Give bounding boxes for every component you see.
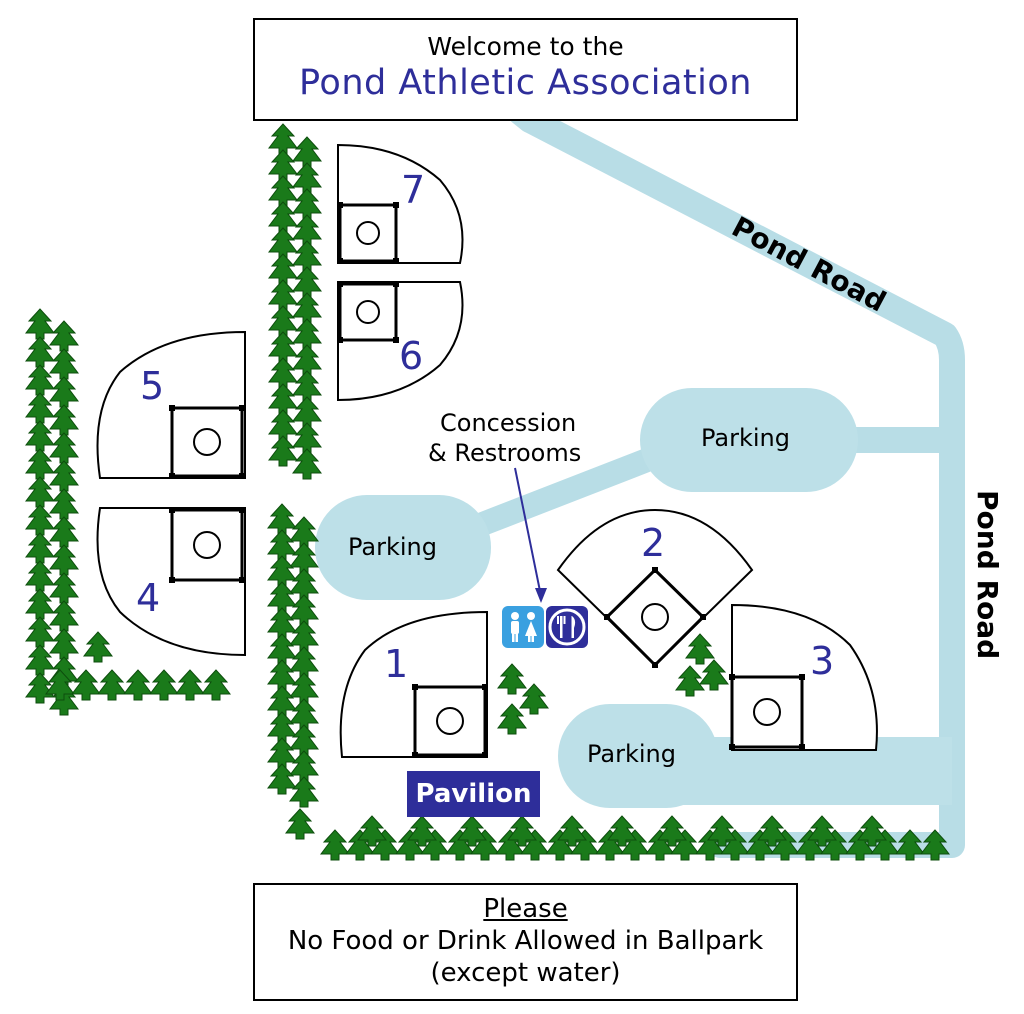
tree bbox=[268, 435, 298, 467]
tree bbox=[49, 320, 79, 352]
parking-lot-middle-left bbox=[315, 495, 491, 600]
tree bbox=[25, 504, 55, 536]
tree bbox=[267, 763, 297, 795]
parking-label-middle-left: Parking bbox=[348, 533, 437, 561]
tree bbox=[675, 665, 705, 697]
tree bbox=[49, 432, 79, 464]
tree bbox=[175, 669, 205, 701]
restrooms-label: & Restrooms bbox=[428, 439, 582, 467]
ball-fields bbox=[96, 143, 878, 758]
tree bbox=[49, 600, 79, 632]
tree bbox=[25, 336, 55, 368]
tree bbox=[25, 588, 55, 620]
tree bbox=[149, 669, 179, 701]
tree bbox=[25, 560, 55, 592]
field-bases bbox=[169, 202, 805, 758]
tree bbox=[83, 631, 113, 663]
field-number-7: 7 bbox=[401, 168, 426, 212]
tree bbox=[97, 669, 127, 701]
tree bbox=[49, 572, 79, 604]
tree bbox=[25, 532, 55, 564]
road-label-vertical: Pond Road bbox=[971, 490, 1004, 660]
tree bbox=[25, 644, 55, 676]
field-2 bbox=[556, 508, 754, 668]
field-6 bbox=[337, 281, 464, 402]
notice-sign: Please No Food or Drink Allowed in Ballp… bbox=[253, 883, 798, 1001]
tree bbox=[25, 448, 55, 480]
welcome-sign: Welcome to the Pond Athletic Association bbox=[253, 18, 798, 121]
field-number-4: 4 bbox=[136, 576, 161, 620]
tree bbox=[320, 829, 350, 861]
notice-line-1: No Food or Drink Allowed in Ballpark bbox=[287, 926, 764, 956]
tree bbox=[49, 460, 79, 492]
field-number-2: 2 bbox=[641, 521, 666, 565]
field-number-1: 1 bbox=[384, 642, 409, 686]
tree bbox=[123, 669, 153, 701]
tree bbox=[25, 672, 55, 704]
association-name: Pond Athletic Association bbox=[299, 63, 752, 103]
restroom-icon bbox=[502, 606, 544, 648]
concession-arrow bbox=[514, 467, 547, 603]
parking-lot-upper-right bbox=[640, 388, 858, 492]
notice-line-2: (except water) bbox=[430, 958, 621, 988]
tree bbox=[685, 633, 715, 665]
field-number-5: 5 bbox=[140, 364, 165, 408]
field-7 bbox=[337, 143, 464, 264]
tree bbox=[49, 544, 79, 576]
tree bbox=[25, 364, 55, 396]
tree bbox=[25, 616, 55, 648]
tree bbox=[25, 308, 55, 340]
food-icon bbox=[546, 606, 588, 648]
tree bbox=[289, 776, 319, 808]
tree bbox=[201, 669, 231, 701]
concession-label: Concession bbox=[440, 409, 577, 437]
tree bbox=[292, 448, 322, 480]
notice-heading: Please bbox=[483, 894, 568, 924]
tree bbox=[49, 628, 79, 660]
tree bbox=[49, 404, 79, 436]
tree bbox=[285, 808, 315, 840]
tree bbox=[71, 669, 101, 701]
welcome-text: Welcome to the bbox=[427, 32, 624, 61]
parking-label-upper-right: Parking bbox=[701, 424, 790, 452]
tree bbox=[25, 392, 55, 424]
tree bbox=[25, 476, 55, 508]
tree bbox=[49, 488, 79, 520]
pavilion-label: Pavilion bbox=[407, 771, 540, 817]
field-number-3: 3 bbox=[810, 639, 835, 683]
tree bbox=[49, 516, 79, 548]
parking-label-lower: Parking bbox=[587, 740, 676, 768]
tree bbox=[497, 663, 527, 695]
field-number-6: 6 bbox=[399, 334, 424, 378]
tree bbox=[49, 376, 79, 408]
tree bbox=[49, 348, 79, 380]
tree bbox=[25, 420, 55, 452]
